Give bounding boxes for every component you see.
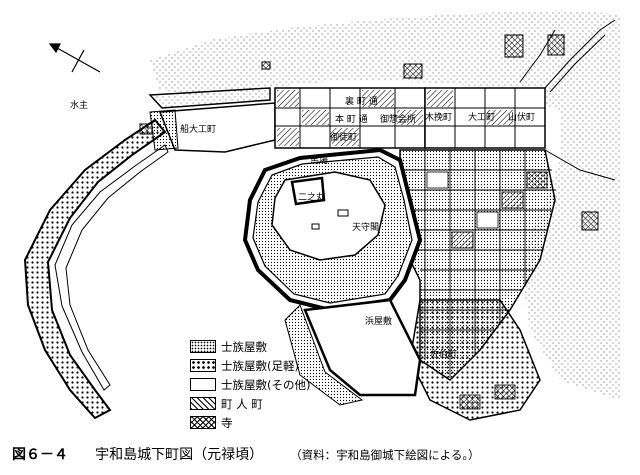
figure-number: 図６－４ xyxy=(12,447,68,463)
legend-swatch-other xyxy=(190,378,216,391)
legend-swatch-samurai xyxy=(190,340,216,353)
temple-block-s1 xyxy=(494,384,516,400)
town-block-e2 xyxy=(501,191,524,209)
town-block-4 xyxy=(362,90,394,107)
town-block-2 xyxy=(302,110,329,125)
label-mizunushi: 水主 xyxy=(70,99,88,111)
temple-block-e1 xyxy=(526,171,548,189)
legend-item-temple: 寺 xyxy=(190,413,380,432)
temple-w-1 xyxy=(139,123,153,135)
temple-n-5 xyxy=(261,61,271,70)
white-block-e1 xyxy=(426,171,449,189)
white-block-e2 xyxy=(476,211,499,229)
legend-item-ashigaru: 士族屋敷(足軽) xyxy=(190,356,380,375)
label-saekimachi: 佐伯町 xyxy=(430,348,457,360)
legend-swatch-ashigaru xyxy=(190,359,216,372)
figure-title: 宇和島城下町図（元禄頃） xyxy=(95,447,264,463)
label-honmachi-dori: 本 町 通 xyxy=(335,113,368,125)
ninomaru-building xyxy=(311,223,320,230)
hamayashiki-area xyxy=(303,298,422,397)
legend-item-town: 町 人 町 xyxy=(190,394,380,413)
map-legend: 士族屋敷 士族屋敷(足軽) 士族屋敷(その他) 町 人 町 寺 xyxy=(190,337,380,432)
label-yamabushi: 山伏町 xyxy=(508,111,535,123)
temple-ne-4 xyxy=(581,211,599,231)
label-daikumachi: 大工町 xyxy=(468,111,495,123)
town-block-6 xyxy=(277,128,299,146)
hill-area-north xyxy=(150,10,620,120)
ninomaru-enclosure xyxy=(290,176,326,206)
figure-caption: 図６－４ 宇和島城下町図（元禄頃） （資料：宇和島御城下絵図による。） xyxy=(12,444,632,464)
town-block-5 xyxy=(397,110,423,125)
label-shiomachi: 御徒町 xyxy=(330,131,357,143)
town-block-3 xyxy=(332,128,359,146)
legend-item-other: 士族屋敷(その他) xyxy=(190,375,380,394)
label-tenshukaku: 天守閣 xyxy=(352,221,379,233)
seawall-north xyxy=(148,87,271,109)
temple-block-s2 xyxy=(459,394,481,410)
samurai-block-west xyxy=(149,109,179,151)
town-block-8 xyxy=(487,110,513,125)
temple-ne-1 xyxy=(504,34,524,58)
label-funadaiku: 船大工町 xyxy=(180,123,216,135)
hamayashiki-bank xyxy=(284,304,364,406)
town-block-1 xyxy=(277,90,299,107)
seawall-west xyxy=(23,118,167,420)
legend-item-samurai: 士族屋敷 xyxy=(190,337,380,356)
seawall-west-inner xyxy=(54,144,169,391)
legend-label-other: 士族屋敷(その他) xyxy=(221,377,311,392)
figure-source: （資料：宇和島御城下絵図による。） xyxy=(290,448,480,462)
label-kibikimachi: 木挽町 xyxy=(425,111,452,123)
label-bajo: 馬場 xyxy=(310,154,328,166)
label-uramachi-dori: 裏 町 通 xyxy=(345,95,378,107)
legend-label-ashigaru: 士族屋敷(足軽) xyxy=(221,358,299,373)
label-ninomaru: 二之丸 xyxy=(298,191,325,203)
temple-ne-2 xyxy=(547,34,565,56)
legend-label-temple: 寺 xyxy=(221,415,233,430)
legend-label-samurai: 士族屋敷 xyxy=(221,339,267,354)
legend-swatch-temple xyxy=(190,416,216,429)
town-block-e1 xyxy=(451,231,474,249)
legend-label-town: 町 人 町 xyxy=(221,396,263,411)
town-block-7 xyxy=(427,90,453,107)
castle-town-map: 水主 船大工町 裏 町 通 本 町 通 御惣会所 御徒町 木挽町 大工町 山伏町… xyxy=(23,10,620,421)
legend-swatch-town xyxy=(190,397,216,410)
label-hamayashiki: 浜屋敷 xyxy=(365,315,392,327)
temple-ne-3 xyxy=(403,63,423,79)
hill-area-east xyxy=(520,110,620,400)
compass-icon xyxy=(48,43,101,73)
tenshukaku-keep xyxy=(337,209,349,217)
label-gokaisho: 御惣会所 xyxy=(380,113,416,125)
